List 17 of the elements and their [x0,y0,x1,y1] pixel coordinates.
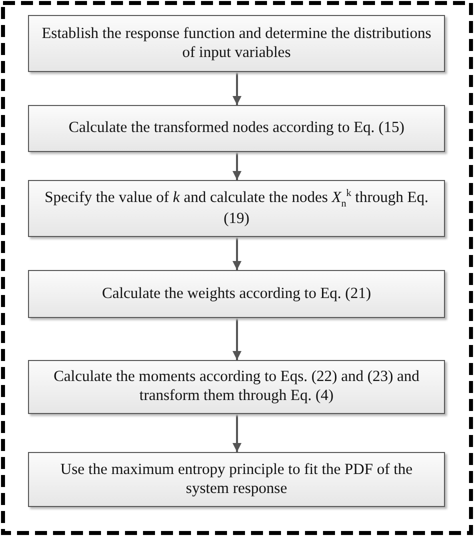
step-text: Specify the value of k and calculate the nodes X$_{n}$$^{k}$ through Eq. (19) [44,188,430,229]
step-text: Calculate the weights according to Eq. (21) [102,284,371,304]
step-text: Calculate the moments according to Eqs. (22) and (23) and transform them through Eq. (4) [52,368,420,406]
step-text: Establish the response function and determine the distributions of input variables [40,24,432,62]
process-box [28,452,445,507]
arrow [232,237,242,270]
step-text: Calculate the transformed nodes according to Eq. (15) [68,119,404,138]
arrow [232,72,242,105]
step-text: Use the maximum entropy principle to fit the PDF of the system response [59,460,414,498]
arrow [232,318,242,360]
process-box [28,180,445,237]
process-box [28,360,445,414]
process-box [28,105,445,152]
arrow [232,414,242,452]
process-box [28,270,445,318]
arrow [232,152,242,180]
process-box [28,15,445,72]
